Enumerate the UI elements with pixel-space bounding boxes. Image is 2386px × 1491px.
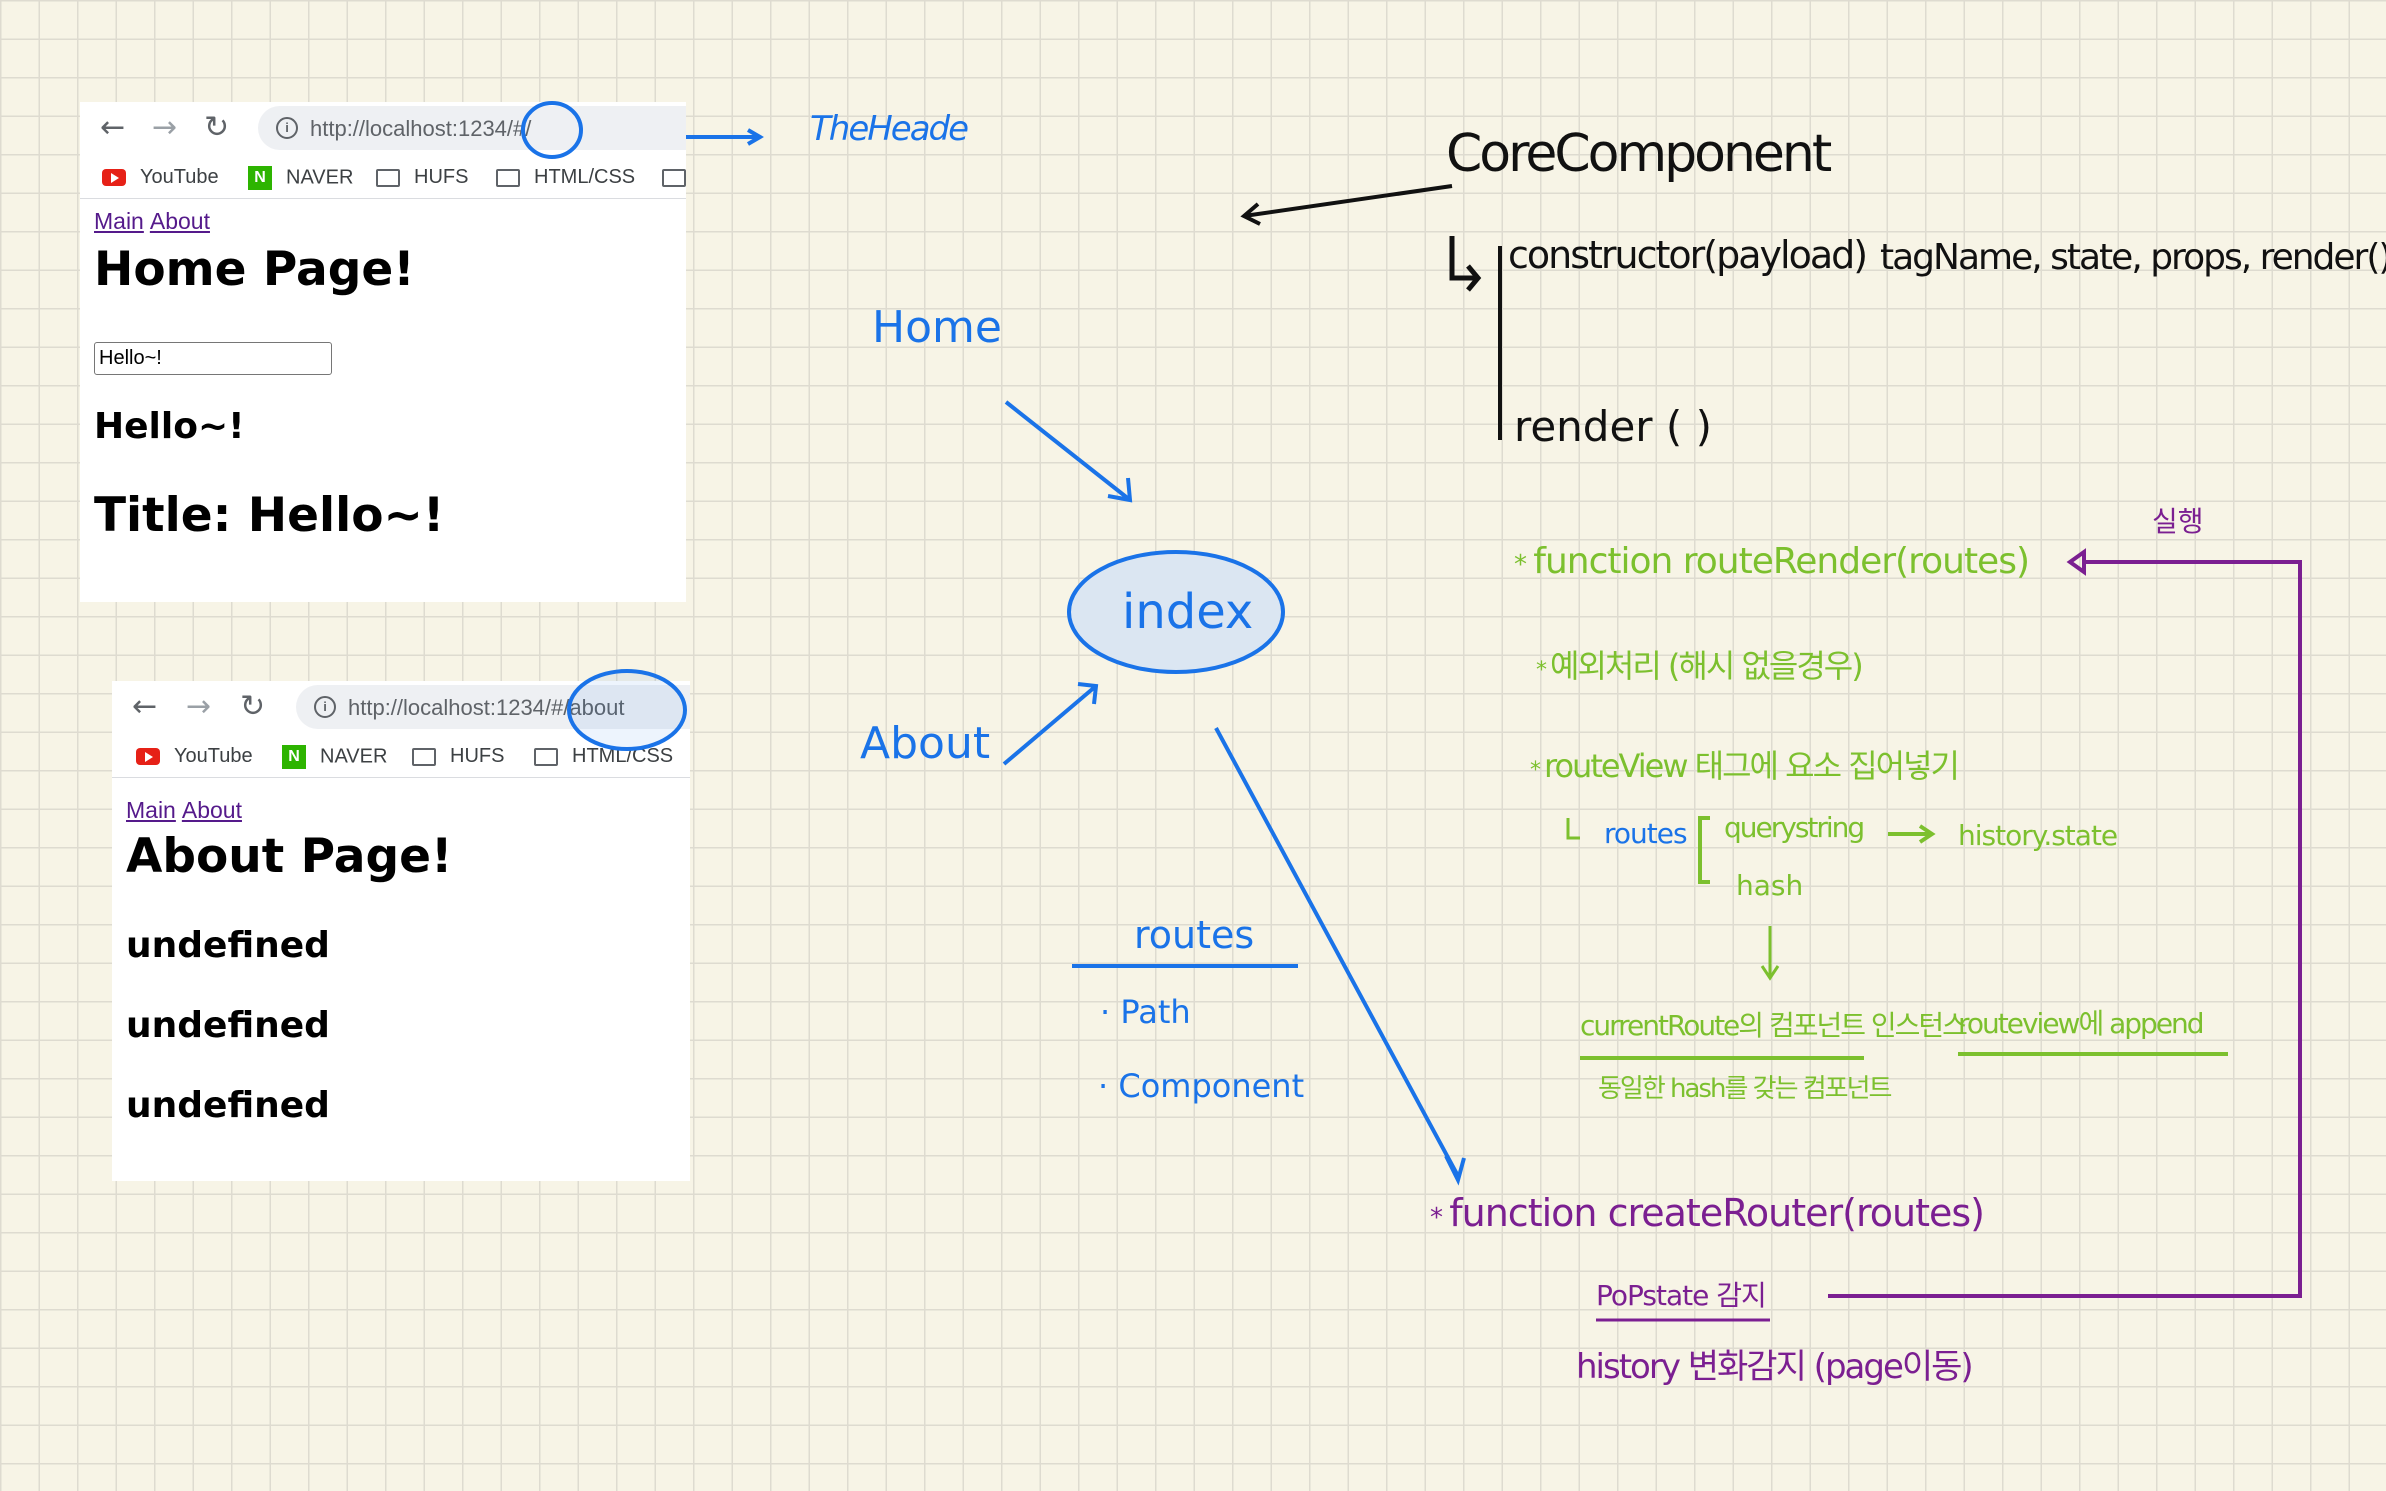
address-bar[interactable]: i http://localhost:1234/#/ xyxy=(258,106,686,150)
browser-toolbar: ← → ↻ i http://localhost:1234/#/ xyxy=(80,102,686,154)
folder-icon xyxy=(662,168,686,187)
querystring-note: querystring xyxy=(1724,811,1865,844)
bookmark-youtube[interactable]: YouTube xyxy=(102,166,219,189)
route-render-note: * function routeRender(routes) xyxy=(1514,541,2030,582)
forward-arrow-icon[interactable]: → xyxy=(152,110,178,145)
about-link[interactable]: About xyxy=(149,208,210,234)
home-arrow xyxy=(1004,400,1132,502)
the-header-note: TheHeade xyxy=(810,109,969,149)
reload-icon[interactable]: ↻ xyxy=(240,689,266,724)
home-note: Home xyxy=(872,302,1002,353)
home-heading: Home Page! xyxy=(94,242,415,297)
home-page-screenshot: ← → ↻ i http://localhost:1234/#/ YouTube… xyxy=(80,102,686,602)
about-link[interactable]: About xyxy=(181,797,242,823)
bookmark-folder-more[interactable] xyxy=(662,166,686,189)
youtube-icon xyxy=(102,169,126,187)
undefined-line-3: undefined xyxy=(126,1085,330,1126)
folder-icon xyxy=(376,168,400,187)
main-link[interactable]: Main xyxy=(126,797,176,823)
naver-icon: N xyxy=(248,166,272,190)
url-about-circle xyxy=(567,669,687,751)
about-arrow xyxy=(1002,684,1098,766)
index-ellipse xyxy=(1067,550,1285,674)
url-text: http://localhost:1234/#/about xyxy=(348,695,624,720)
browser-toolbar: ← → ↻ i http://localhost:1234/#/about xyxy=(112,681,690,733)
index-to-router-arrow xyxy=(1214,727,1460,1177)
folder-icon xyxy=(412,747,436,766)
url-hash-circle xyxy=(521,101,583,159)
about-heading: About Page! xyxy=(126,829,453,884)
routes-label-note: routes xyxy=(1604,817,1688,850)
forward-arrow-icon[interactable]: → xyxy=(186,689,212,724)
bookmark-html-css[interactable]: HTML/CSS xyxy=(534,745,673,768)
address-bar[interactable]: i http://localhost:1234/#/about xyxy=(296,685,690,729)
popstate-note: PoPstate 감지 xyxy=(1596,1279,1767,1312)
back-arrow-icon[interactable]: ← xyxy=(132,689,158,724)
info-icon[interactable]: i xyxy=(314,696,336,718)
youtube-icon xyxy=(136,748,160,766)
bookmark-youtube[interactable]: YouTube xyxy=(136,745,253,768)
reload-icon[interactable]: ↻ xyxy=(204,110,230,145)
create-router-note: * function createRouter(routes) xyxy=(1430,1191,1985,1235)
history-state-note: history.state xyxy=(1958,819,2118,852)
constructor-note: constructor(payload) xyxy=(1508,233,1868,277)
append-note: routeview에 append xyxy=(1958,1007,2205,1040)
undefined-line-2: undefined xyxy=(126,1005,330,1046)
execute-note: 실행 xyxy=(2152,505,2204,538)
bookmark-html-css[interactable]: HTML/CSS xyxy=(496,166,635,189)
hash-note: hash xyxy=(1736,869,1804,902)
render-note: render ( ) xyxy=(1514,402,1713,451)
title-text: Title: Hello~! xyxy=(94,488,445,543)
folder-icon xyxy=(534,747,558,766)
folder-icon xyxy=(496,168,520,187)
insert-note: * routeView 태그에 요소 집어넣기 xyxy=(1530,747,1960,785)
core-component-note: CoreComponent xyxy=(1446,124,1832,184)
about-note: About xyxy=(860,718,991,769)
routes-title-note: routes xyxy=(1134,913,1255,957)
about-page-screenshot: ← → ↻ i http://localhost:1234/#/about Yo… xyxy=(112,681,690,1181)
url-text: http://localhost:1234/#/ xyxy=(310,116,532,141)
bookmark-hufs[interactable]: HUFS xyxy=(412,745,504,768)
execute-loop-arrow xyxy=(1828,560,2302,1298)
matching-hash-note: 동일한 hash를 갖는 컴포넌트 xyxy=(1598,1074,1892,1104)
history-change-note: history 변화감지 (page이동) xyxy=(1576,1347,1974,1387)
back-arrow-icon[interactable]: ← xyxy=(100,110,126,145)
main-link[interactable]: Main xyxy=(94,208,144,234)
routes-item-component: · Component xyxy=(1098,1067,1305,1105)
undefined-line-1: undefined xyxy=(126,925,330,966)
constructor-props-note: tagName, state, props, render() xyxy=(1880,237,2386,278)
message-text: Hello~! xyxy=(94,406,245,447)
exception-note: * 예외처리 (해시 없을경우) xyxy=(1536,647,1864,685)
routes-item-path: · Path xyxy=(1100,993,1191,1031)
core-component-arrow xyxy=(1243,184,1453,218)
message-input[interactable] xyxy=(94,342,332,375)
naver-icon: N xyxy=(282,745,306,769)
bookmark-hufs[interactable]: HUFS xyxy=(376,166,468,189)
index-note: index xyxy=(1122,584,1254,640)
info-icon[interactable]: i xyxy=(276,117,298,139)
current-route-note: currentRoute의 컴포넌트 인스턴스 xyxy=(1580,1009,1968,1042)
